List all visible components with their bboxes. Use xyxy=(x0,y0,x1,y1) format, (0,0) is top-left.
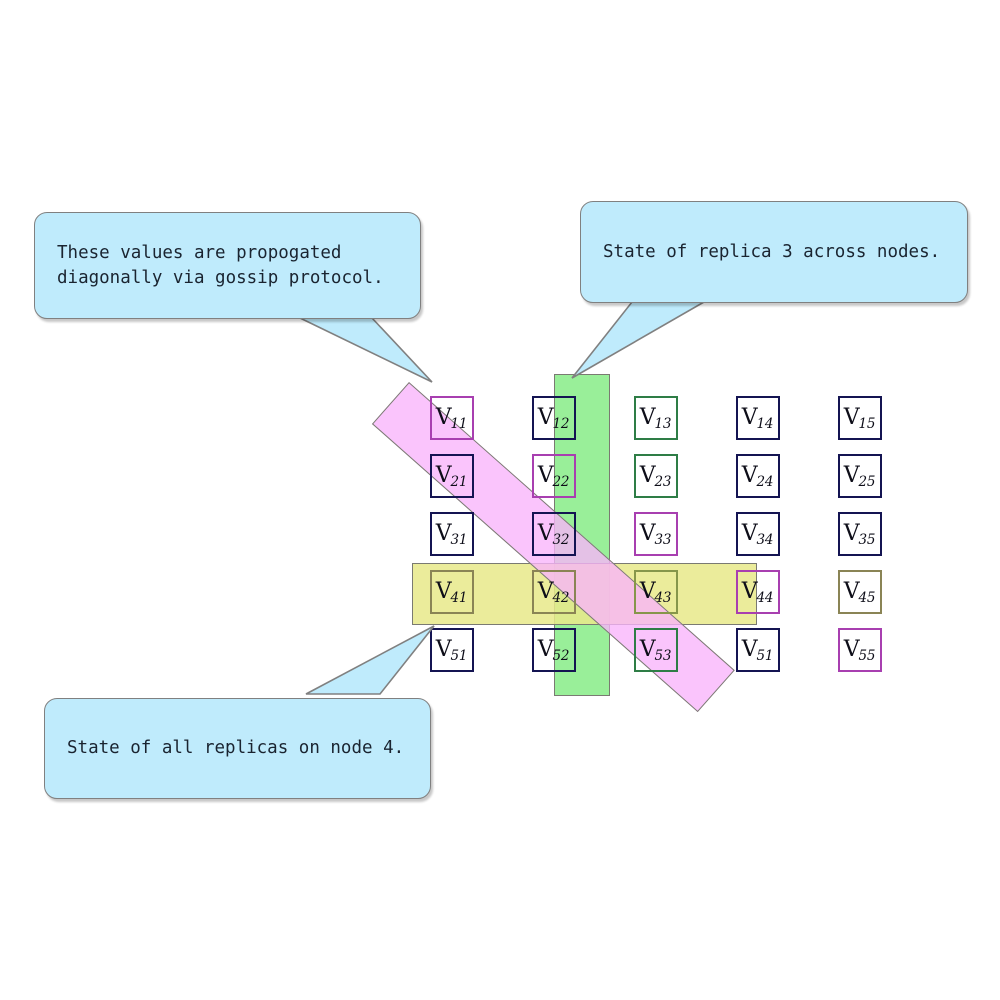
value-cell-label: V25 xyxy=(843,463,876,490)
value-cell-label: V15 xyxy=(843,405,876,432)
value-cell-label: V42 xyxy=(537,579,570,606)
value-cell-subscript: 35 xyxy=(858,532,876,548)
value-cell-subscript: 45 xyxy=(858,590,876,606)
tail-replica xyxy=(571,301,707,379)
value-cell-v43[interactable]: V43 xyxy=(634,570,678,614)
value-cell-subscript: 55 xyxy=(858,648,876,664)
value-cell-label: V14 xyxy=(741,405,774,432)
value-cell-label: V24 xyxy=(741,463,774,490)
value-cell-v53[interactable]: V53 xyxy=(634,628,678,672)
value-cell-subscript: 21 xyxy=(450,474,468,490)
value-cell-v24[interactable]: V24 xyxy=(736,454,780,498)
tail-node xyxy=(305,625,435,695)
value-cell-v12[interactable]: V12 xyxy=(532,396,576,440)
value-cell-subscript: 31 xyxy=(450,532,468,548)
value-cell-label: V12 xyxy=(537,405,570,432)
value-cell-v52[interactable]: V52 xyxy=(532,628,576,672)
value-cell-label: V45 xyxy=(843,579,876,606)
value-cell-subscript: 23 xyxy=(654,474,672,490)
value-cell-v15[interactable]: V15 xyxy=(838,396,882,440)
value-cell-v31[interactable]: V31 xyxy=(430,512,474,556)
value-cell-label: V33 xyxy=(639,521,672,548)
value-cell-label: V35 xyxy=(843,521,876,548)
value-cell-v32[interactable]: V32 xyxy=(532,512,576,556)
value-cell-v42[interactable]: V42 xyxy=(532,570,576,614)
value-cell-subscript: 13 xyxy=(654,416,672,432)
value-cell-label: V55 xyxy=(843,637,876,664)
value-cell-v41[interactable]: V41 xyxy=(430,570,474,614)
value-cell-subscript: 15 xyxy=(858,416,876,432)
value-cell-v11[interactable]: V11 xyxy=(430,396,474,440)
grid-row: V41 V42 V43 V44 V45 xyxy=(430,570,882,628)
value-cell-subscript: 41 xyxy=(450,590,468,606)
value-cell-v33[interactable]: V33 xyxy=(634,512,678,556)
callout-replica-3[interactable]: State of replica 3 across nodes. xyxy=(580,201,968,303)
callout-node-text: State of all replicas on node 4. xyxy=(67,738,405,759)
value-cell-label: V31 xyxy=(435,521,468,548)
callout-gossip-text: These values are propogated diagonally v… xyxy=(57,242,384,288)
value-cell-label: V21 xyxy=(435,463,468,490)
value-cell-subscript: 53 xyxy=(654,648,672,664)
value-cell-label: V41 xyxy=(435,579,468,606)
callout-replica-text: State of replica 3 across nodes. xyxy=(603,241,941,262)
value-cell-label: V44 xyxy=(741,579,774,606)
value-cell-subscript: 44 xyxy=(756,590,774,606)
value-cell-subscript: 25 xyxy=(858,474,876,490)
tail-gossip xyxy=(299,317,433,383)
value-cell-label: V13 xyxy=(639,405,672,432)
value-cell-label: V11 xyxy=(435,405,468,432)
value-cell-v14[interactable]: V14 xyxy=(736,396,780,440)
value-cell-v13[interactable]: V13 xyxy=(634,396,678,440)
value-cell-subscript: 33 xyxy=(654,532,672,548)
value-cell-v22[interactable]: V22 xyxy=(532,454,576,498)
value-cell-subscript: 51 xyxy=(756,648,774,664)
value-cell-subscript: 43 xyxy=(654,590,672,606)
grid-row: V31 V32 V33 V34 V35 xyxy=(430,512,882,570)
value-cell-subscript: 24 xyxy=(756,474,774,490)
grid-row: V11 V12 V13 V14 V15 xyxy=(430,396,882,454)
value-cell-v23[interactable]: V23 xyxy=(634,454,678,498)
value-cell-subscript: 12 xyxy=(552,416,570,432)
value-cell-subscript: 22 xyxy=(552,474,570,490)
value-cell-label: V53 xyxy=(639,637,672,664)
value-cell-subscript: 11 xyxy=(450,416,468,432)
value-cell-subscript: 32 xyxy=(552,532,570,548)
value-cell-label: V34 xyxy=(741,521,774,548)
value-cell-v45[interactable]: V45 xyxy=(838,570,882,614)
value-cell-v51[interactable]: V51 xyxy=(736,628,780,672)
value-cell-label: V43 xyxy=(639,579,672,606)
value-cell-subscript: 52 xyxy=(552,648,570,664)
value-cell-v44[interactable]: V44 xyxy=(736,570,780,614)
value-cell-subscript: 34 xyxy=(756,532,774,548)
grid-row: V21 V22 V23 V24 V25 xyxy=(430,454,882,512)
value-cell-subscript: 14 xyxy=(756,416,774,432)
value-cell-label: V32 xyxy=(537,521,570,548)
callout-gossip-protocol[interactable]: These values are propogated diagonally v… xyxy=(34,212,421,319)
value-cell-v21[interactable]: V21 xyxy=(430,454,474,498)
value-cell-subscript: 51 xyxy=(450,648,468,664)
value-cell-label: V22 xyxy=(537,463,570,490)
callout-node-4[interactable]: State of all replicas on node 4. xyxy=(44,698,431,799)
value-cell-v51[interactable]: V51 xyxy=(430,628,474,672)
value-cell-v35[interactable]: V35 xyxy=(838,512,882,556)
value-cell-label: V51 xyxy=(741,637,774,664)
value-cell-label: V51 xyxy=(435,637,468,664)
grid-row: V51 V52 V53 V51 V55 xyxy=(430,628,882,686)
value-cell-v55[interactable]: V55 xyxy=(838,628,882,672)
value-cell-v34[interactable]: V34 xyxy=(736,512,780,556)
value-cell-label: V52 xyxy=(537,637,570,664)
value-cell-label: V23 xyxy=(639,463,672,490)
value-cell-subscript: 42 xyxy=(552,590,570,606)
value-cell-v25[interactable]: V25 xyxy=(838,454,882,498)
